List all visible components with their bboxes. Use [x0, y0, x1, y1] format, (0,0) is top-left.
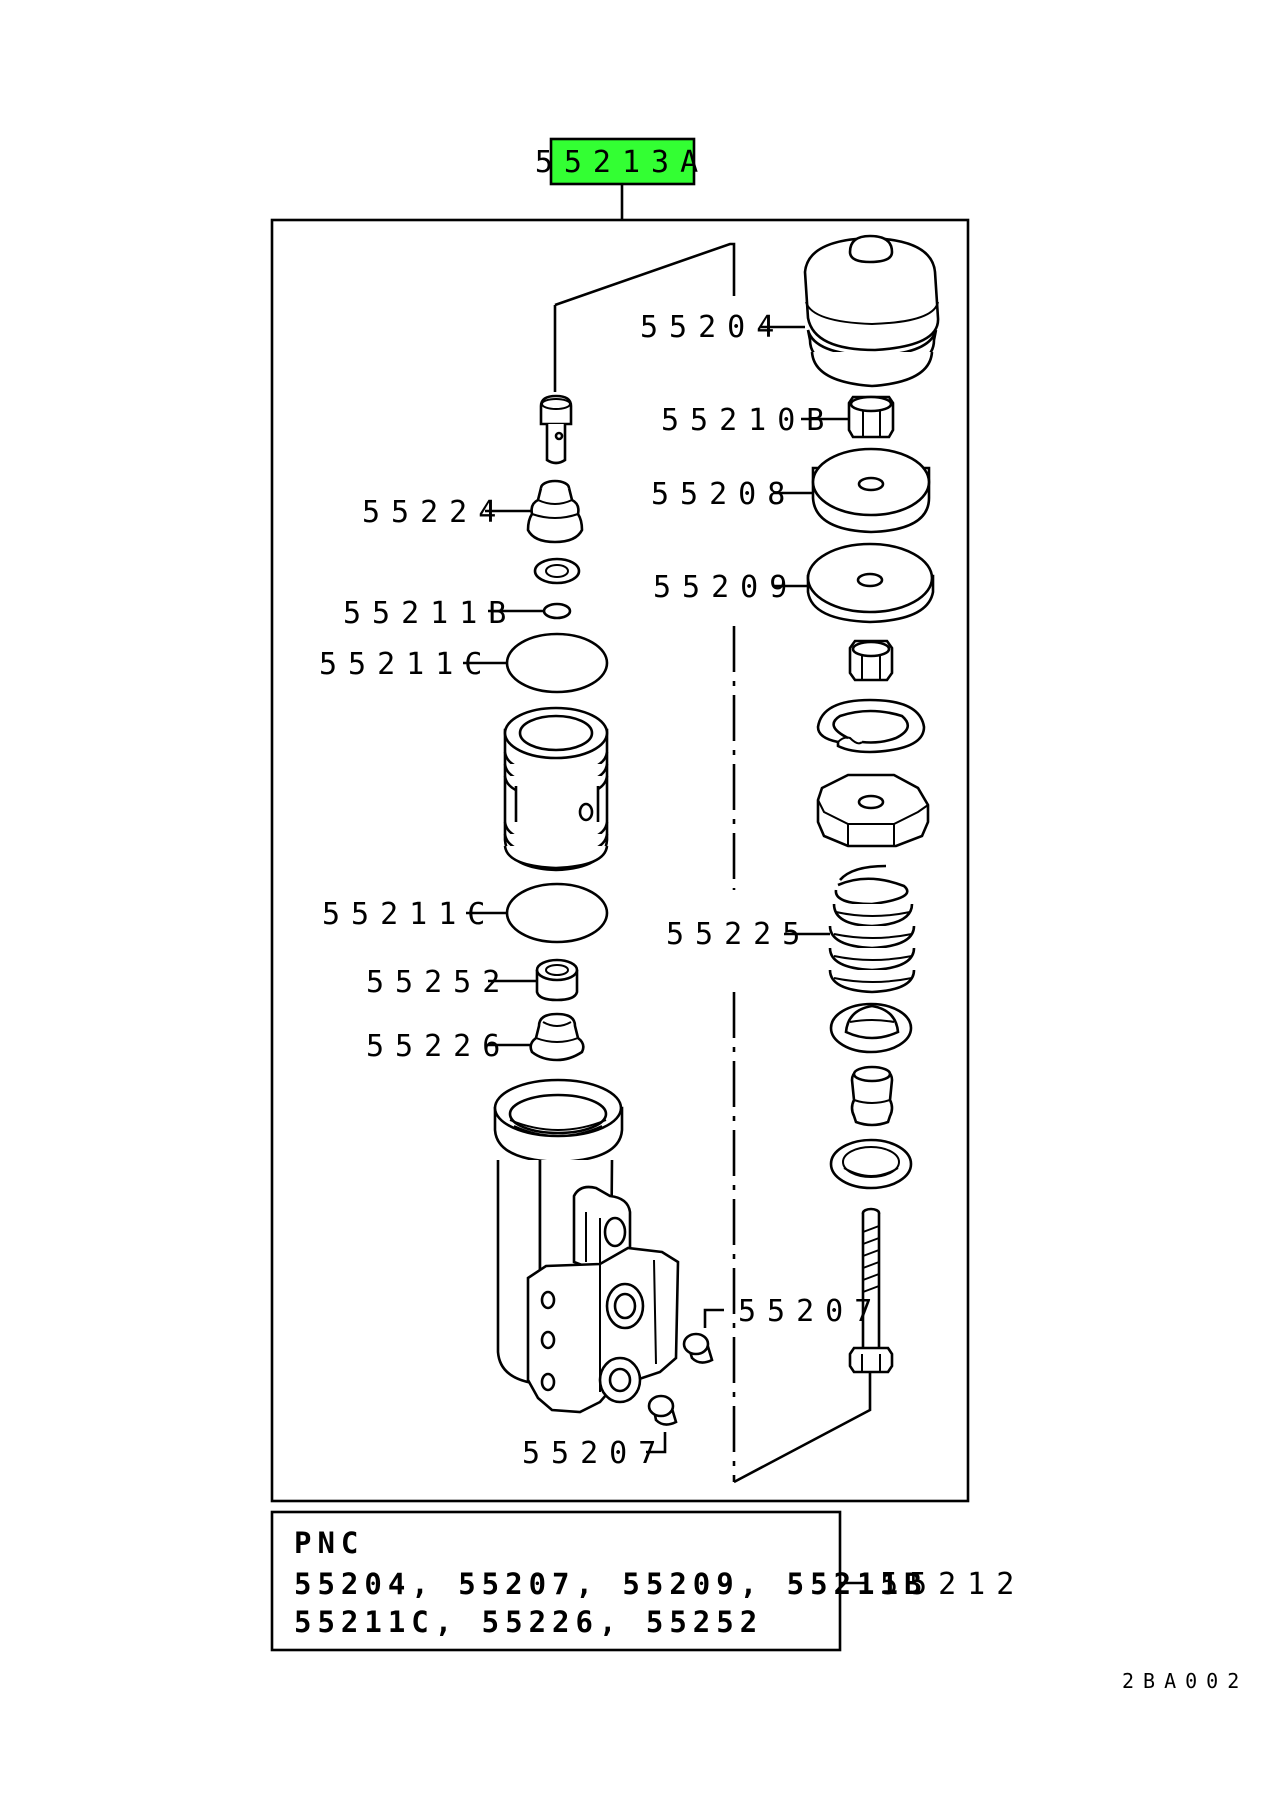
part-bleeder-screw[interactable] — [539, 394, 573, 465]
guide-line-bottom — [733, 1372, 872, 1484]
kit-list-line2: 55211C, 55226, 55252 — [294, 1605, 763, 1639]
label-55207-right: 55207 — [738, 1294, 883, 1329]
label-55208: 55208 — [651, 477, 796, 512]
kit-title: PNC — [294, 1526, 364, 1560]
label-55226: 55226 — [366, 1029, 511, 1064]
part-55225-spring[interactable] — [828, 864, 916, 994]
part-push-rod[interactable] — [848, 1207, 894, 1374]
part-cup-seal[interactable] — [829, 1002, 913, 1054]
kit-box — [270, 1510, 842, 1652]
part-spacer[interactable] — [850, 1065, 894, 1127]
part-retainer-plate[interactable] — [816, 773, 930, 848]
part-bleeder-washer[interactable] — [533, 557, 581, 585]
part-55207-plug-bottom[interactable] — [647, 1394, 678, 1426]
assembly-frame — [270, 218, 970, 1503]
part-55210b-nut[interactable] — [847, 395, 895, 439]
label-55225: 55225 — [666, 917, 811, 952]
part-master-cylinder-body[interactable] — [493, 1078, 680, 1414]
leader-55207-bottom — [646, 1432, 667, 1454]
label-55211c-bottom: 55211C — [322, 897, 496, 932]
label-55207-bottom: 55207 — [522, 1436, 667, 1471]
label-55211b: 55211B — [343, 596, 517, 631]
part-55209-washer[interactable] — [806, 542, 935, 624]
part-55224-bleeder-cap[interactable] — [526, 479, 584, 544]
part-55252-bushing[interactable] — [535, 958, 579, 1002]
part-piston-nut[interactable] — [848, 639, 894, 682]
part-snap-ring[interactable] — [816, 698, 926, 754]
kit-list-line1: 55204, 55207, 55209, 55211B — [294, 1567, 927, 1601]
drawing-code: 2BA002 — [1122, 1669, 1248, 1693]
label-55224: 55224 — [362, 495, 507, 530]
guide-lines — [553, 242, 872, 1484]
leader-55207-right — [703, 1308, 724, 1328]
label-55210b: 55210B — [661, 403, 835, 438]
assembly-label-55213a[interactable]: 55213A — [535, 137, 709, 186]
label-55252: 55252 — [366, 965, 511, 1000]
part-55207-plug-right[interactable] — [682, 1332, 714, 1364]
part-cylinder-sleeve[interactable] — [503, 706, 609, 872]
label-55204: 55204 — [640, 310, 785, 345]
part-55211c-oring-bottom[interactable] — [505, 882, 609, 944]
label-55209: 55209 — [653, 570, 798, 605]
part-55204-boot[interactable] — [803, 234, 940, 388]
part-cup-seal-lower[interactable] — [829, 1138, 913, 1190]
part-55208-washer[interactable] — [811, 447, 931, 534]
part-55211b-oring[interactable] — [542, 602, 572, 620]
label-55212: 55212 — [880, 1567, 1025, 1602]
kit-part-number-55212[interactable]: 55212 — [880, 1567, 1025, 1602]
part-55226-valve-seat[interactable] — [529, 1012, 585, 1062]
assembly-label-text: 55213A — [535, 145, 709, 180]
label-55211c-top: 55211C — [319, 647, 493, 682]
part-55211c-oring-top[interactable] — [505, 632, 609, 694]
